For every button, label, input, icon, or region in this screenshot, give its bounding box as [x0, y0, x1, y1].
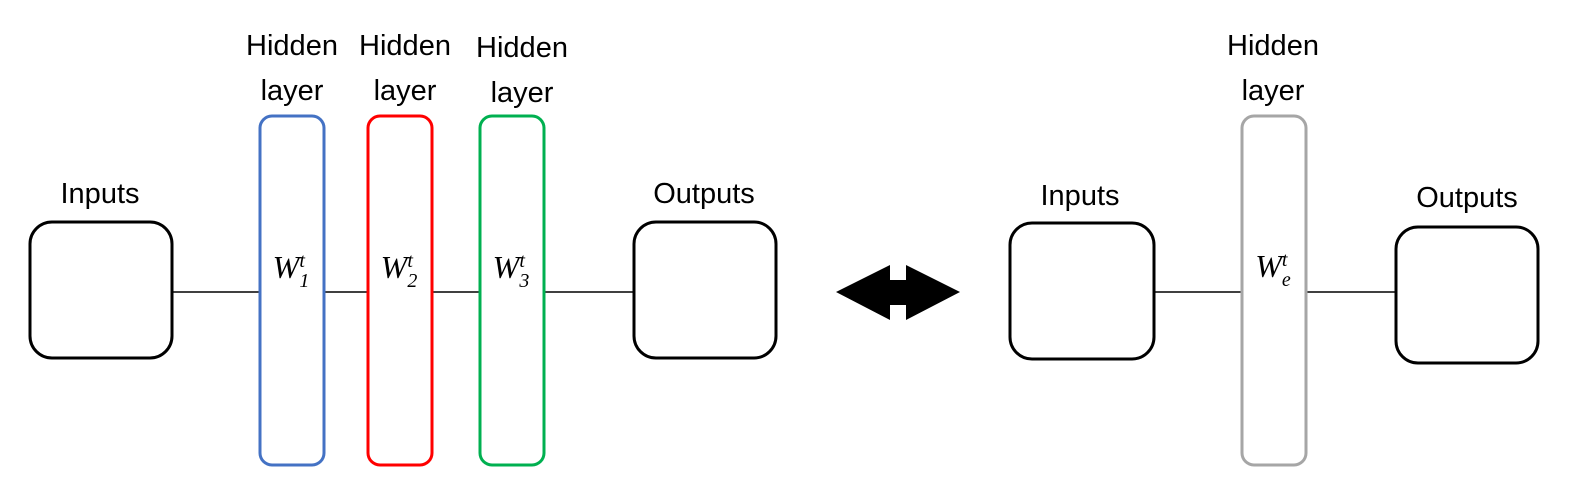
left-inputs-label: Inputs [60, 178, 140, 210]
left-outputs-box [632, 220, 778, 360]
right-inputs-label: Inputs [1040, 180, 1120, 212]
hidden-layer-e [1240, 114, 1308, 467]
left-inputs-box [28, 220, 174, 360]
right-outputs-box [1394, 225, 1540, 365]
right-inputs-box [1008, 221, 1156, 361]
hidden-layer-1 [258, 114, 326, 467]
hidden-layer-2 [366, 114, 434, 467]
right-outputs-label: Outputs [1416, 182, 1518, 214]
hidden-layer-3 [478, 114, 546, 467]
left-outputs-label: Outputs [653, 178, 755, 210]
double-arrow-icon [836, 265, 960, 320]
